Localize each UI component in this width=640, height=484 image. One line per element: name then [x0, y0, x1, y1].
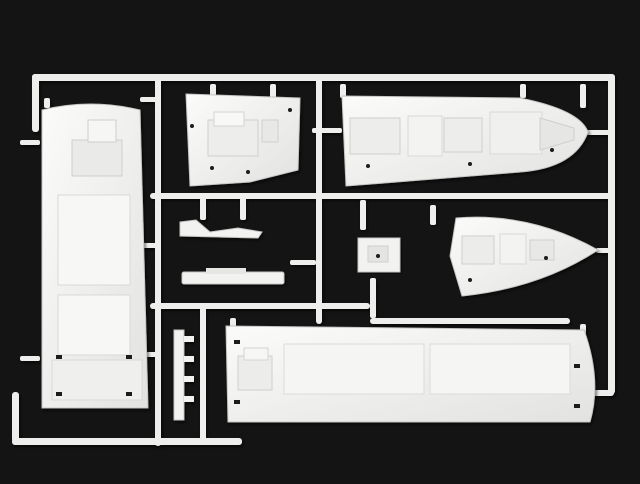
sprue-frame	[12, 74, 615, 446]
small-rail-parts	[179, 219, 285, 285]
hull-piece-upper-right	[341, 95, 589, 187]
hull-piece-upper-left	[185, 93, 301, 187]
comb-part	[173, 329, 194, 421]
long-deck-left	[41, 103, 149, 409]
bow-deck-piece	[449, 216, 599, 297]
long-deck-bottom	[225, 325, 596, 423]
small-square-part	[357, 237, 401, 273]
